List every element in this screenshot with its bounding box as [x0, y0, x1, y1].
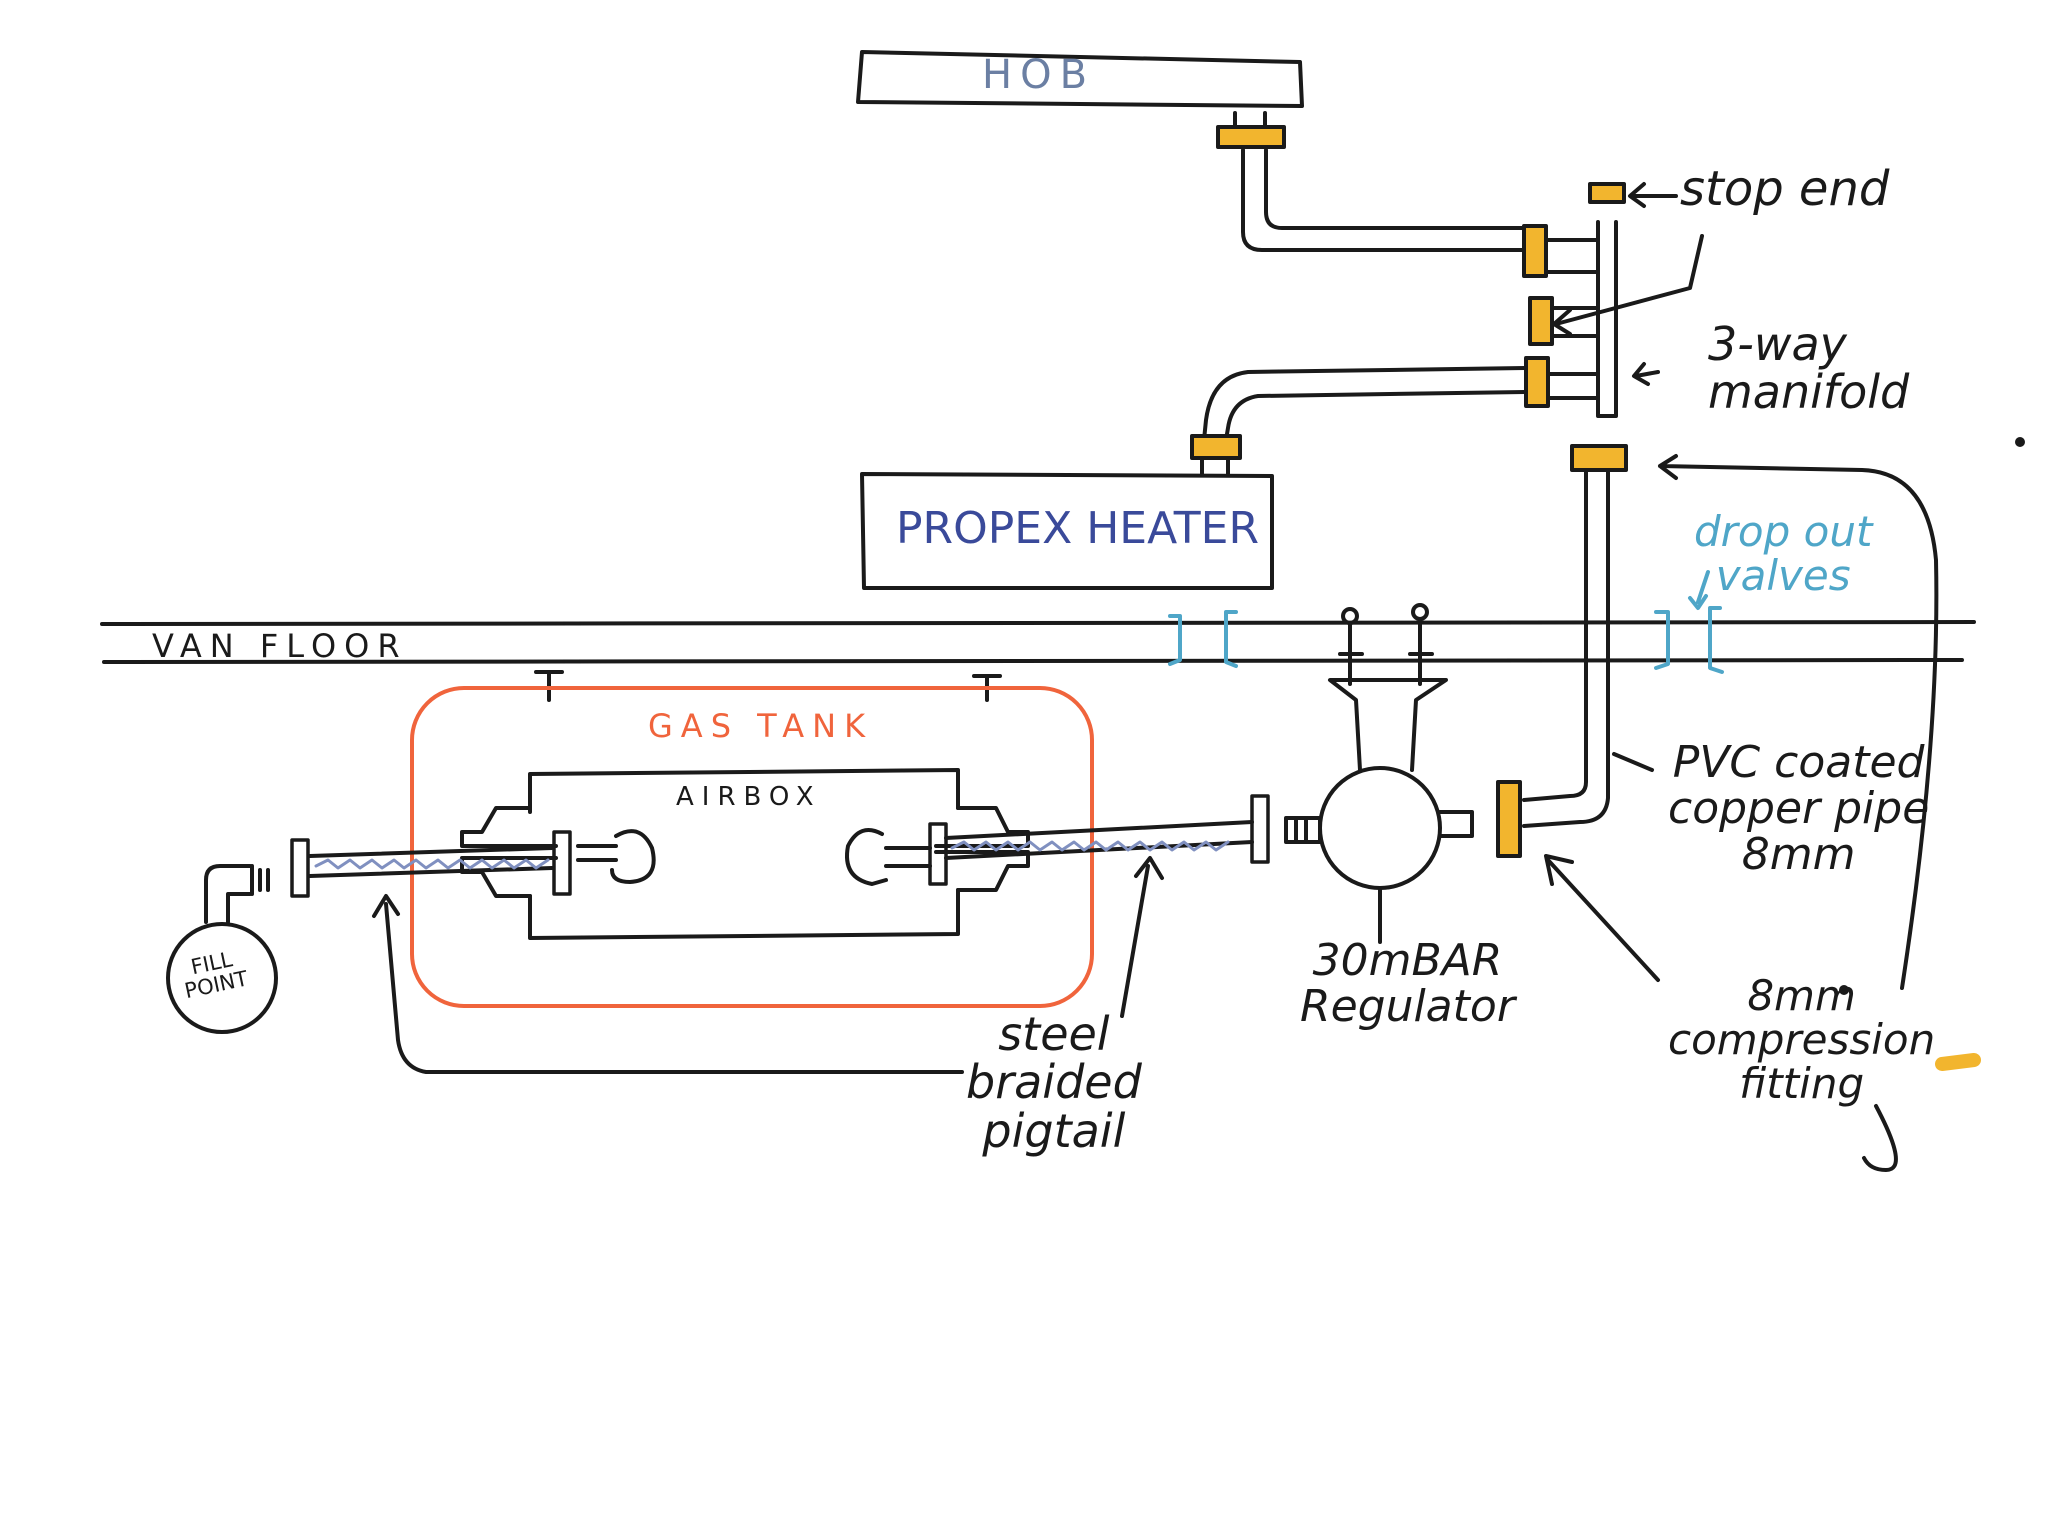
van-floor-top [100, 620, 1976, 626]
arrow-manifold [1632, 362, 1660, 386]
pigtail-right-end [1250, 794, 1270, 864]
arrow-manifold-mid [1552, 234, 1704, 336]
compression-fitting-label: 8mm compression fitting [1668, 971, 1936, 1109]
pvc-pipe-label: PVC coated copper pipe 8mm [1668, 737, 1930, 881]
regulator-label: 30mBAR Regulator [1300, 935, 1515, 1033]
pigtail-label: steel braided pigtail [966, 1007, 1142, 1158]
manifold-fitting-top [1522, 224, 1548, 278]
hob-box [856, 50, 1304, 108]
van-floor-bottom [102, 658, 1964, 664]
hob-label: HOB [982, 52, 1096, 98]
arrow-pigtail-right [1120, 856, 1164, 1018]
yellow-mark [1935, 1053, 1981, 1071]
manifold-fitting-mid [1528, 296, 1554, 346]
hob-fitting [1216, 125, 1286, 149]
heater-pipe [1202, 366, 1528, 442]
arrow-fitting-loop [1658, 454, 1939, 990]
manifold-fitting-bottom [1524, 356, 1550, 408]
propex-heater-box [860, 472, 1274, 590]
gas-tank-label: GAS TANK [648, 707, 874, 745]
regulator-top-fitting [1570, 444, 1628, 472]
compression-fitting [1496, 780, 1522, 858]
fill-point-circle [166, 922, 278, 1034]
arrow-pigtail-left [372, 894, 964, 1074]
regulator-body [1318, 766, 1442, 890]
drop-out-valves-label: drop out valves [1694, 507, 1873, 601]
gas-tank-outline [410, 686, 1094, 1008]
drop-out-valve-right [1654, 606, 1724, 674]
propex-heater-label: PROPEX HEATER [896, 503, 1260, 554]
airbox-label: AIRBOX [676, 782, 822, 812]
pigtail-left [308, 846, 554, 878]
manifold-body [1596, 220, 1618, 418]
drop-out-valve-left [1168, 610, 1238, 668]
hob-pipe [1241, 148, 1528, 252]
heater-fitting [1190, 434, 1242, 460]
van-floor-label: VAN FLOOR [152, 627, 408, 665]
pvc-copper-pipe [1522, 470, 1588, 802]
arrow-pvc-pipe [1612, 752, 1654, 772]
airbox [528, 768, 960, 940]
stop-end-fitting [1588, 182, 1626, 204]
pigtail-left-end [290, 838, 310, 898]
stop-end-label: stop end [1680, 161, 1890, 217]
arrow-stop-end [1628, 182, 1678, 208]
manifold-label: 3-way manifold [1708, 317, 1910, 420]
arrow-compression [1544, 854, 1660, 982]
